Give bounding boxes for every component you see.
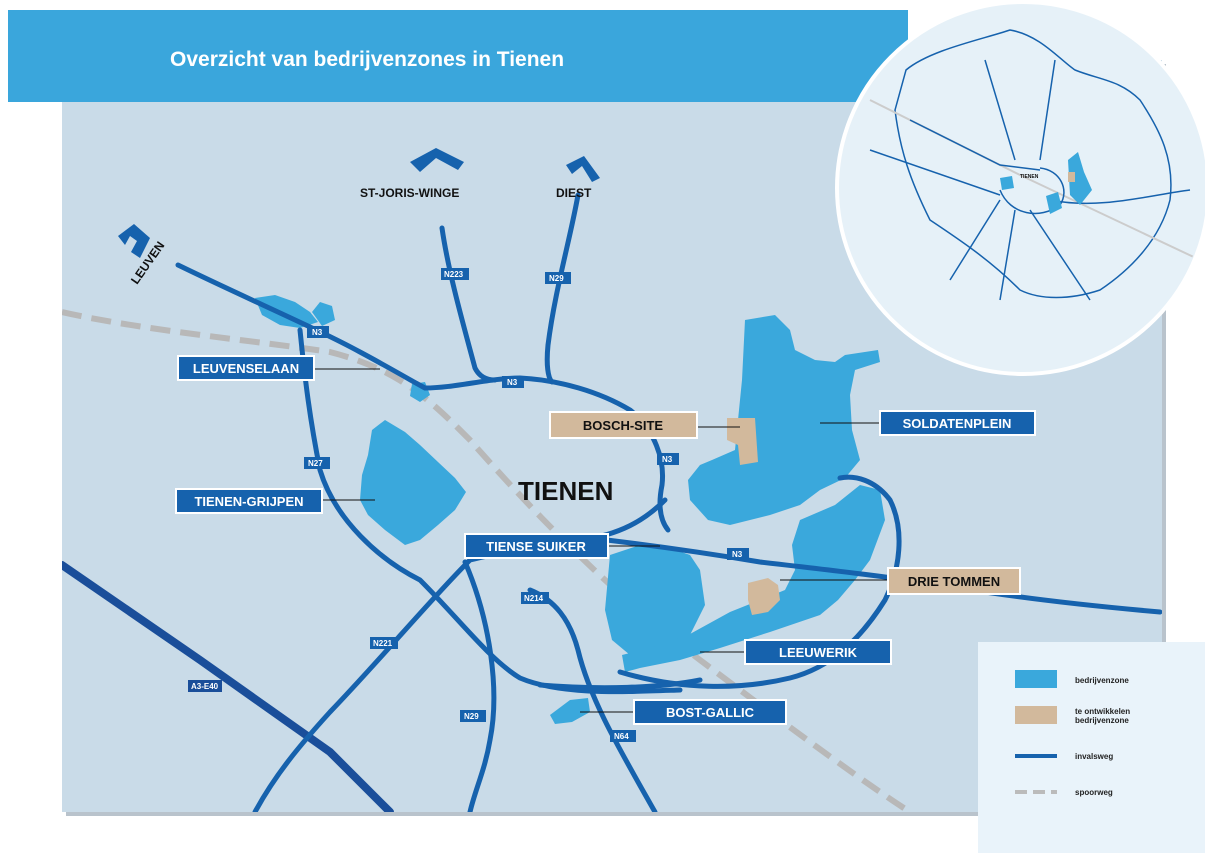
road-badge-n3-2	[502, 376, 524, 388]
legend: bedrijvenzone te ontwikkelen bedrijvenzo…	[978, 642, 1205, 853]
road-badge-n221	[370, 637, 398, 649]
road-badge-n223	[441, 268, 469, 280]
zone-bost-gallic[interactable]	[550, 698, 590, 724]
develop-swatch	[1015, 706, 1057, 724]
legend-label-zone: bedrijvenzone	[1075, 676, 1129, 685]
road-n214-n64	[527, 587, 658, 812]
road-n3-east	[587, 535, 1162, 615]
label-box-drie-tommen[interactable]	[887, 567, 1021, 595]
diest-arrow-icon	[566, 156, 600, 182]
inset-zone-west	[1000, 176, 1014, 190]
road-ring-east	[617, 474, 902, 689]
road-badge-n3-4	[727, 548, 749, 560]
road-badge-n29-south	[460, 710, 486, 722]
legend-label-rail: spoorweg	[1075, 788, 1113, 797]
inset-lines	[869, 29, 1201, 301]
zone-label-bosch-site: BOSCH-SITE	[583, 418, 664, 433]
legend-label-develop: te ontwikkelen	[1075, 707, 1130, 716]
road-n29-north	[544, 192, 581, 385]
city-label: TIENEN	[518, 476, 613, 506]
zone-label-leeuwerik: LEEUWERIK	[779, 645, 858, 660]
zone-labels: LEUVENSELAAN TIENEN-GRIJPEN TIENSE SUIKE…	[175, 355, 1036, 725]
road-labels: N3 N3 N3 N3 N223 N29 N27 N221 N214 N29 N…	[188, 268, 749, 742]
zone-label-drie-tommen: DRIE TOMMEN	[908, 574, 1000, 589]
road-badge-a3-e40	[188, 680, 222, 692]
zone-leuvenselaan[interactable]	[255, 295, 318, 328]
road-label-n214: N214	[524, 594, 544, 603]
label-box-leuvenselaan[interactable]	[177, 355, 315, 381]
legend-label-road: invalsweg	[1075, 752, 1113, 761]
page-title: Overzicht van bedrijvenzones in Tienen	[170, 48, 564, 71]
legend-box	[978, 642, 1205, 853]
road-badge-n64	[610, 730, 636, 742]
zone-label-soldatenplein: SOLDATENPLEIN	[903, 416, 1012, 431]
road-label-a3-e40: A3-E40	[191, 682, 219, 691]
leader-lines	[314, 368, 888, 713]
inset-map: TIENEN	[835, 0, 1205, 376]
road-label-n3-3: N3	[662, 455, 673, 464]
road-badge-n214	[521, 592, 549, 604]
road-label-n29-north: N29	[549, 274, 564, 283]
zone-tiense-suiker-area[interactable]	[605, 545, 705, 655]
inset-zone-south	[1046, 192, 1062, 214]
road-label-n3-2: N3	[507, 378, 518, 387]
zone-leeuwerik[interactable]	[622, 485, 885, 672]
direction-st-joris-winge: ST-JORIS-WINGE	[360, 186, 459, 200]
road-a3-e40	[62, 561, 394, 812]
inset-border	[894, 29, 1172, 299]
road-badge-n29-north	[545, 272, 571, 284]
label-box-tiense-suiker[interactable]	[464, 533, 609, 559]
road-south-ring	[537, 677, 703, 691]
inset-circle	[835, 0, 1205, 376]
header-bar	[8, 10, 908, 102]
develop-zone-drie-tommen[interactable]	[748, 578, 780, 615]
road-badge-n3-3	[657, 453, 679, 465]
zone-tienen-grijpen[interactable]	[360, 420, 466, 545]
road-label-n221: N221	[373, 639, 393, 648]
label-box-bost-gallic[interactable]	[633, 699, 787, 725]
zone-label-tienen-grijpen: TIENEN-GRIJPEN	[194, 494, 303, 509]
develop-zone-bosch-site[interactable]	[727, 418, 758, 465]
road-label-n3-1: N3	[312, 328, 323, 337]
road-label-n64: N64	[614, 732, 629, 741]
road-badge-n27	[304, 457, 330, 469]
leuven-arrow-icon	[118, 224, 150, 258]
road-n29-south	[462, 559, 497, 812]
road-n223	[439, 225, 498, 383]
inset-city-label: TIENEN	[1020, 174, 1039, 180]
inset-develop-zone	[1068, 172, 1075, 182]
road-badge-n3-1	[307, 326, 329, 338]
label-box-leeuwerik[interactable]	[744, 639, 892, 665]
inset-zone-east	[1068, 152, 1092, 205]
st-joris-winge-arrow-icon	[410, 148, 464, 172]
label-box-soldatenplein[interactable]	[879, 410, 1036, 436]
road-label-n223: N223	[444, 270, 464, 279]
zone-leuvenselaan-small[interactable]	[312, 302, 335, 326]
label-box-bosch-site[interactable]	[549, 411, 698, 439]
label-box-tienen-grijpen[interactable]	[175, 488, 323, 514]
zone-label-leuvenselaan: LEUVENSELAAN	[193, 361, 299, 376]
road-label-n29-south: N29	[464, 712, 479, 721]
road-label-n27: N27	[308, 459, 323, 468]
zone-label-bost-gallic: BOST-GALLIC	[666, 705, 755, 720]
legend-label-develop-2: bedrijvenzone	[1075, 716, 1129, 725]
zone-label-tiense-suiker: TIENSE SUIKER	[486, 539, 586, 554]
road-label-n3-4: N3	[732, 550, 743, 559]
zone-soldatenplein[interactable]	[688, 315, 880, 525]
zone-swatch	[1015, 670, 1057, 688]
direction-diest: DIEST	[556, 186, 592, 200]
